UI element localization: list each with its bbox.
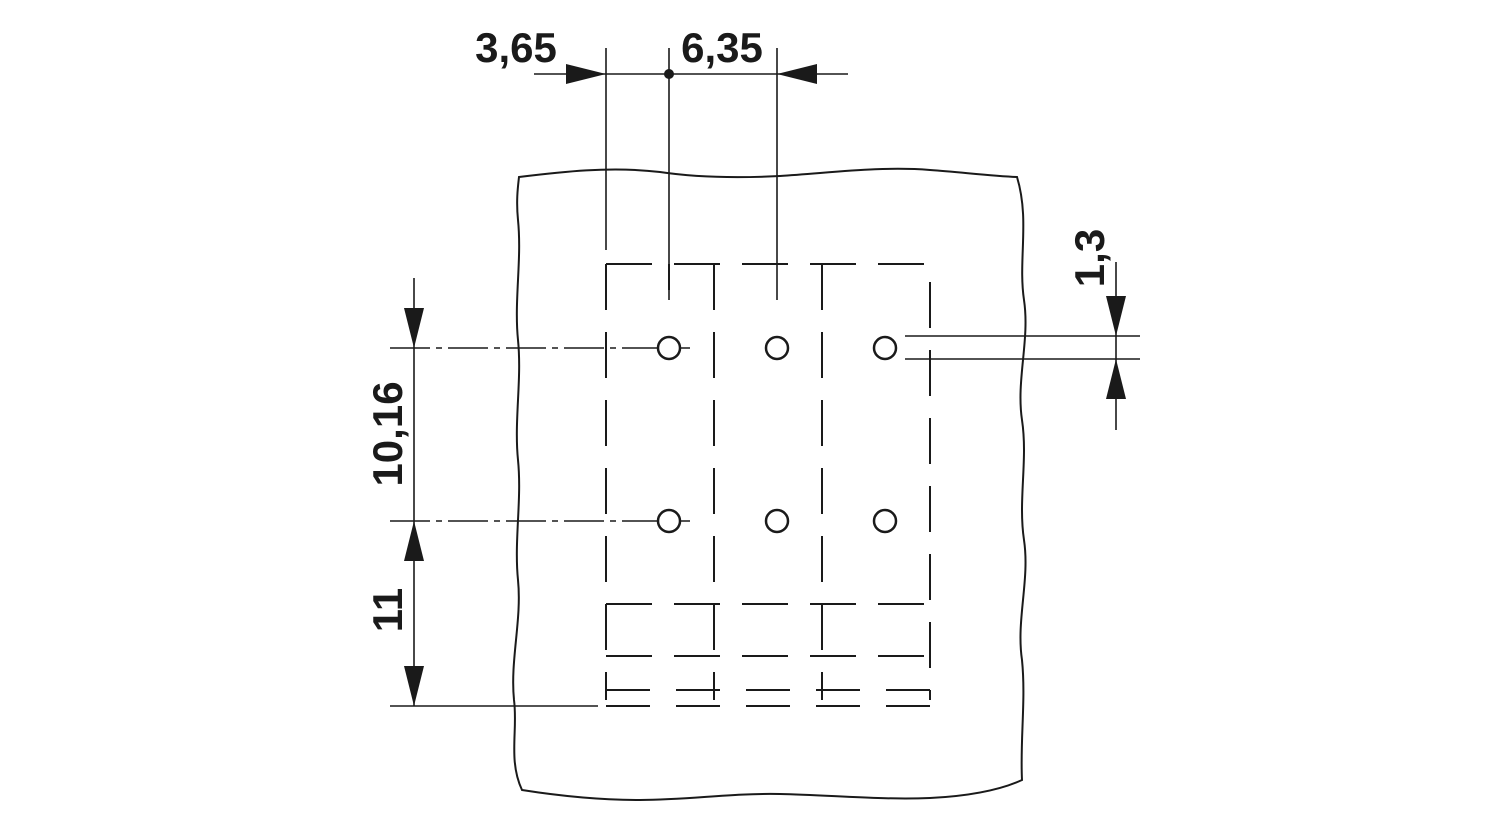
dimension-pitch-vertical: 10,16	[364, 381, 411, 486]
hole	[764, 335, 790, 361]
hole	[872, 335, 898, 361]
housing-hidden-outline	[605, 263, 931, 707]
hole	[872, 508, 898, 534]
pin-holes	[656, 335, 898, 534]
hole	[764, 508, 790, 534]
hole-diameter-dimension	[905, 262, 1140, 430]
left-dimension-line	[404, 278, 424, 706]
dimension-pitch-horizontal: 6,35	[681, 24, 763, 71]
top-dimension-line	[534, 64, 848, 84]
board-outline	[512, 167, 1027, 802]
top-extension-lines	[605, 48, 778, 300]
dimension-offset-left: 3,65	[475, 24, 557, 71]
hole	[656, 335, 682, 361]
hole	[656, 508, 682, 534]
hole-center-lines	[390, 347, 690, 707]
dimension-hole-diameter: 1,3	[1066, 229, 1113, 287]
dimension-offset-bottom: 11	[364, 588, 411, 632]
